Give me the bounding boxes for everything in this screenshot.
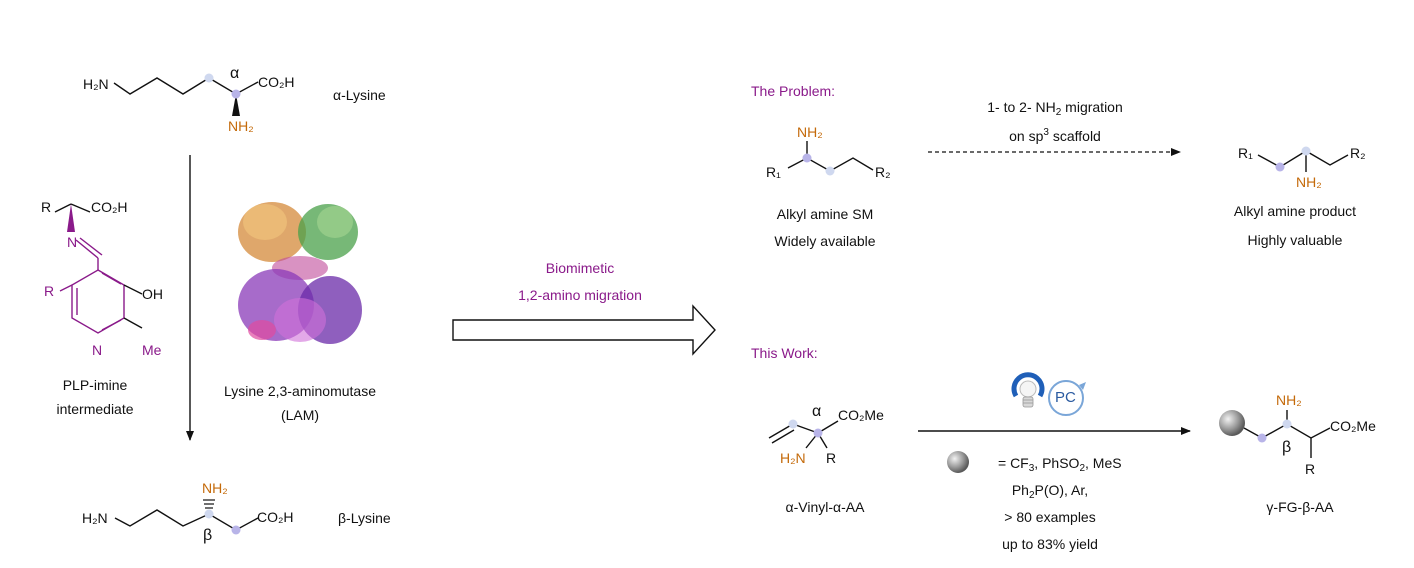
work-product-r: R (1305, 461, 1316, 477)
work-sm-alpha-symbol: α (812, 403, 822, 420)
problem-sm-structure (787, 141, 874, 176)
beta-lysine-node (231, 525, 241, 535)
plp-co2h: CO₂H (91, 199, 128, 215)
conditions-line2: Ph2P(O), Ar, (1011, 482, 1089, 501)
alpha-lysine-nh2: NH₂ (228, 118, 254, 134)
problem-product-label-line2: Highly valuable (1247, 232, 1343, 248)
problem-arrow-line1: 1- to 2- NH2 migration (987, 99, 1123, 118)
work-sm-co2me: CO₂Me (838, 407, 884, 423)
problem-sm-r1: R₁ (766, 164, 781, 180)
problem-sm-r2: R₂ (875, 164, 891, 180)
problem-arrow-line2: on sp3 scaffold (1009, 127, 1101, 144)
lam-label-line2: (LAM) (280, 407, 320, 423)
problem-sm-nh2: NH₂ (797, 124, 823, 140)
work-title: This Work: (751, 345, 818, 361)
conditions-fg-line: = CF3, PhSO2, MeS (998, 455, 1122, 474)
lam-protein-image (238, 202, 362, 344)
work-sm-r: R (826, 450, 837, 466)
work-product-nh2: NH₂ (1276, 392, 1302, 408)
problem-product-label-line1: Alkyl amine product (1233, 203, 1357, 219)
problem-product-r2: R₂ (1350, 145, 1366, 161)
problem-product-nh2: NH₂ (1296, 174, 1322, 190)
plp-imine-n: N (67, 234, 78, 250)
big-open-arrow (452, 304, 716, 356)
plp-ring-n: N (92, 342, 103, 358)
work-sm-structure (768, 419, 839, 449)
problem-product-r1: R₁ (1238, 145, 1253, 161)
alpha-lysine-structure (113, 73, 259, 116)
alpha-lysine-node-alpha (231, 89, 241, 99)
beta-lysine-node-beta (204, 509, 214, 519)
alpha-lysine-co2h: CO₂H (258, 74, 295, 90)
conditions-line3: > 80 examples (1004, 509, 1096, 525)
work-product-node (1257, 433, 1267, 443)
migration-line1: Biomimetic (545, 260, 615, 276)
product-ball-icon (1219, 410, 1245, 436)
migration-line2: 1,2-amino migration (518, 287, 642, 303)
conditions-line4: up to 83% yield (1002, 536, 1098, 552)
problem-product-node-amine (1301, 146, 1311, 156)
beta-lysine-co2h: CO₂H (257, 509, 294, 525)
beta-lysine-beta-symbol: β (203, 527, 213, 544)
plp-label-line1: PLP-imine (62, 377, 128, 393)
fg-ball-icon (947, 451, 969, 473)
beta-lysine-structure (114, 499, 259, 535)
alpha-lysine-h2n: H₂N (83, 76, 109, 92)
problem-product-node (1275, 162, 1285, 172)
lam-label-line1: Lysine 2,3-aminomutase (223, 383, 376, 399)
work-sm-label: α-Vinyl-α-AA (785, 499, 865, 515)
problem-product-structure (1257, 146, 1349, 172)
work-product-beta-symbol: β (1282, 439, 1292, 456)
plp-r-top: R (41, 199, 52, 215)
problem-sm-label-line2: Widely available (774, 233, 876, 249)
beta-lysine-label: β-Lysine (338, 510, 391, 526)
problem-sm-label-line1: Alkyl amine SM (776, 206, 874, 222)
work-sm-h2n: H₂N (780, 450, 806, 466)
plp-me: Me (142, 342, 162, 358)
work-product-structure (1219, 410, 1331, 458)
beta-lysine-h2n: H₂N (82, 510, 108, 526)
plp-oh: OH (142, 286, 163, 302)
work-sm-node (788, 419, 798, 429)
plp-imine-structure (54, 203, 143, 334)
beta-lysine-nh2: NH₂ (202, 480, 228, 496)
alpha-lysine-alpha-symbol: α (230, 65, 240, 82)
work-product-label: γ-FG-β-AA (1266, 499, 1334, 515)
work-sm-node-alpha (813, 428, 823, 438)
work-product-node-beta (1282, 419, 1292, 429)
alpha-lysine-label: α-Lysine (333, 87, 386, 103)
alpha-lysine-node (204, 73, 214, 83)
problem-sm-node (825, 166, 835, 176)
photocatalyst-label: PC (1055, 389, 1076, 406)
problem-sm-node-amine (802, 153, 812, 163)
plp-label-line2: intermediate (56, 401, 134, 417)
work-product-co2me: CO₂Me (1330, 418, 1376, 434)
photocatalyst-cycle-icon (1048, 380, 1086, 416)
problem-title: The Problem: (751, 83, 836, 99)
plp-ring-r: R (44, 283, 55, 299)
lightbulb-icon (1011, 372, 1045, 408)
